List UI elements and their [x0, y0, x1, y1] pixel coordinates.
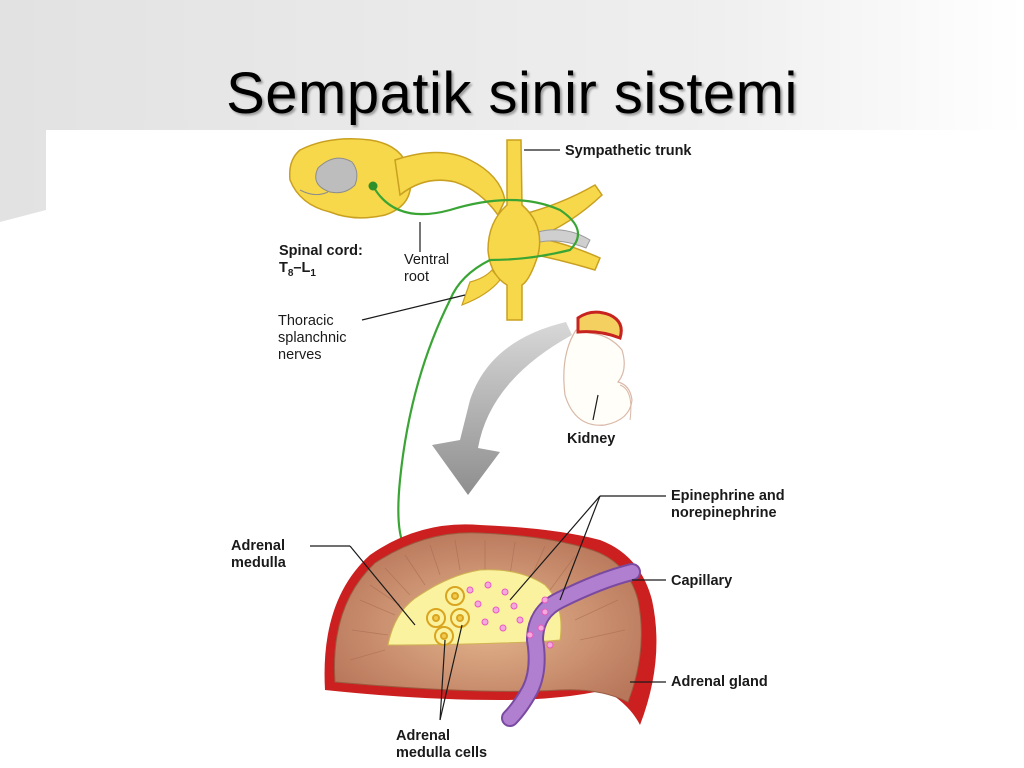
label-spinal-cord-segments: T8–L1	[279, 260, 316, 279]
title-band	[0, 0, 1024, 222]
spinal-nerve	[394, 151, 506, 217]
label-adrenal-medulla-1: Adrenal	[231, 538, 285, 554]
kidney	[563, 310, 633, 426]
label-capillary: Capillary	[671, 573, 732, 589]
splanchnic-bundle	[461, 269, 501, 307]
label-epinephrine-2: norepinephrine	[671, 505, 777, 521]
neuron-cell-body	[368, 181, 378, 191]
slide-title: Sempatik sinir sistemi	[226, 61, 798, 126]
label-sympathetic-trunk: Sympathetic trunk	[565, 143, 692, 159]
label-kidney: Kidney	[567, 431, 615, 447]
label-spinal-cord: Spinal cord:	[279, 243, 363, 259]
label-thoracic-3: nerves	[278, 347, 322, 363]
label-epinephrine-1: Epinephrine and	[671, 488, 785, 504]
label-ventral-root-1: Ventral	[404, 252, 449, 268]
label-ventral-root-2: root	[404, 269, 429, 285]
enlargement-arrow	[432, 322, 572, 495]
sympathetic-trunk	[487, 139, 541, 321]
label-adrenal-medulla-2: medulla	[231, 555, 287, 571]
leader-lines	[310, 149, 666, 721]
label-adrenal-cells-2: medulla cells	[396, 745, 487, 761]
label-thoracic-1: Thoracic	[278, 313, 334, 329]
medulla-cells	[426, 586, 470, 646]
label-thoracic-2: splanchnic	[278, 330, 347, 346]
label-adrenal-cells-1: Adrenal	[396, 728, 450, 744]
label-adrenal-gland: Adrenal gland	[671, 674, 768, 690]
adrenal-gland	[324, 524, 657, 725]
hormone-vesicles	[466, 581, 554, 649]
